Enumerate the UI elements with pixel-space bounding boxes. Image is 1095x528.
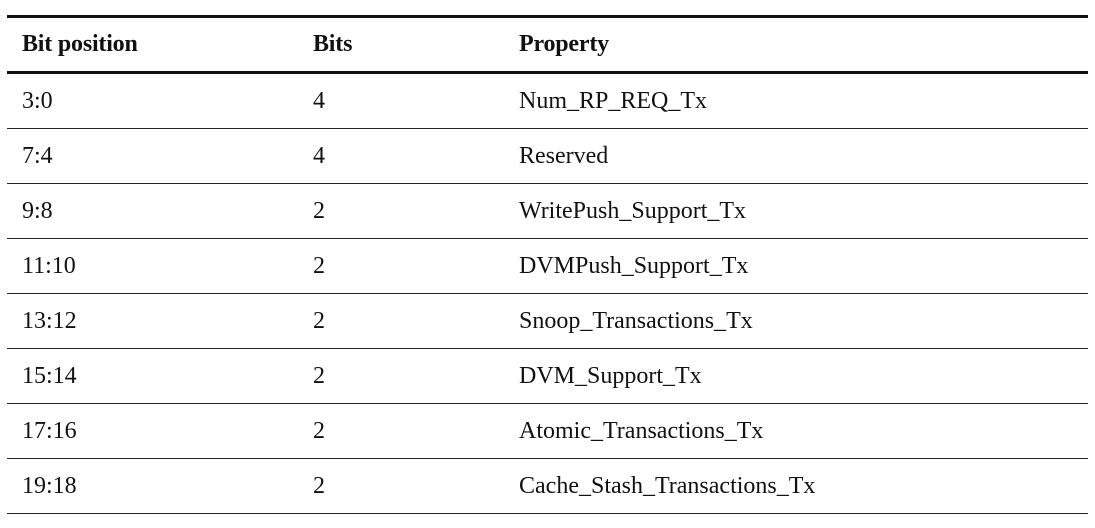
bit-field-table-container: Bit position Bits Property 3:0 4 Num_RP_… <box>7 15 1088 514</box>
cell-property: Cache_Stash_Transactions_Tx <box>519 472 816 499</box>
table-row: 3:0 4 Num_RP_REQ_Tx <box>7 73 1088 129</box>
cell-property: Snoop_Transactions_Tx <box>519 307 753 334</box>
table-row: 7:4 4 Reserved <box>7 129 1088 184</box>
table-row: 13:12 2 Snoop_Transactions_Tx <box>7 294 1088 349</box>
cell-bits: 4 <box>313 87 325 114</box>
bit-field-table: Bit position Bits Property 3:0 4 Num_RP_… <box>7 15 1088 514</box>
cell-bit-position: 15:14 <box>22 362 77 389</box>
cell-property: Reserved <box>519 142 609 169</box>
cell-bit-position: 19:18 <box>22 472 77 499</box>
cell-property: Num_RP_REQ_Tx <box>519 87 708 114</box>
cell-bit-position: 11:10 <box>22 252 76 279</box>
cell-bit-position: 7:4 <box>22 142 53 169</box>
header-property: Property <box>519 31 609 57</box>
table-row: 19:18 2 Cache_Stash_Transactions_Tx <box>7 459 1088 514</box>
header-row: Bit position Bits Property <box>7 16 1088 73</box>
header-bit-position: Bit position <box>22 31 138 57</box>
cell-bits: 2 <box>313 252 325 279</box>
table-row: 11:10 2 DVMPush_Support_Tx <box>7 239 1088 294</box>
cell-property: DVMPush_Support_Tx <box>519 252 749 279</box>
cell-bits: 4 <box>313 142 325 169</box>
header-bits: Bits <box>313 31 353 57</box>
cell-bits: 2 <box>313 362 325 389</box>
cell-bits: 2 <box>313 417 325 444</box>
cell-property: WritePush_Support_Tx <box>519 197 747 224</box>
cell-property: Atomic_Transactions_Tx <box>519 417 764 444</box>
cell-bits: 2 <box>313 307 325 334</box>
table-body: 3:0 4 Num_RP_REQ_Tx 7:4 4 Reserved 9:8 2… <box>7 73 1088 514</box>
table-row: 15:14 2 DVM_Support_Tx <box>7 349 1088 404</box>
cell-property: DVM_Support_Tx <box>519 362 702 389</box>
table-row: 17:16 2 Atomic_Transactions_Tx <box>7 404 1088 459</box>
cell-bit-position: 17:16 <box>22 417 77 444</box>
table-row: 9:8 2 WritePush_Support_Tx <box>7 184 1088 239</box>
cell-bit-position: 3:0 <box>22 87 53 114</box>
cell-bit-position: 13:12 <box>22 307 77 334</box>
table-header: Bit position Bits Property <box>7 16 1088 73</box>
cell-bits: 2 <box>313 197 325 224</box>
cell-bit-position: 9:8 <box>22 197 53 224</box>
cell-bits: 2 <box>313 472 325 499</box>
